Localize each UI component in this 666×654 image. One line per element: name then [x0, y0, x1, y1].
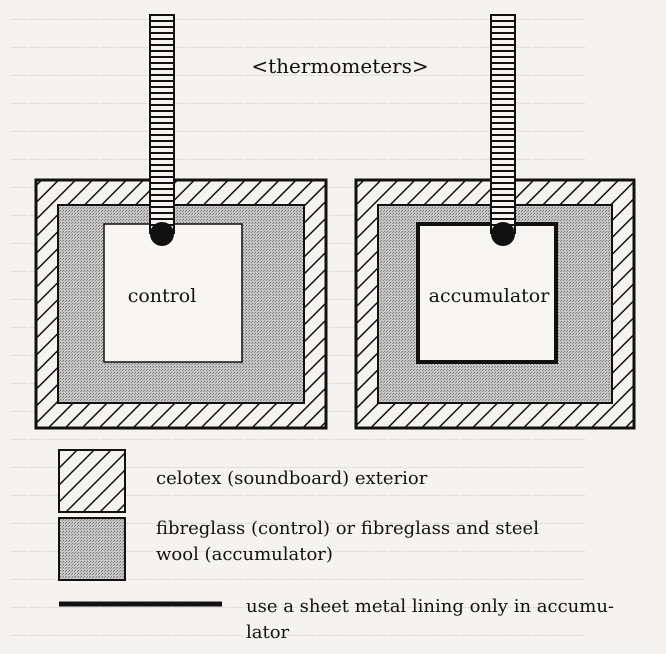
svg-text:——————————————————————————————: ———————————————————————————————— — [10, 624, 586, 645]
accumulator-thermometer-tube — [490, 14, 516, 234]
legend-celotex-swatch — [58, 449, 126, 513]
thermometers-label: <thermometers> — [251, 54, 428, 78]
svg-text:——————————————————————————————: ———————————————————————————————— — [10, 456, 586, 477]
control-box: control — [34, 14, 328, 430]
svg-text:——————————————————————————————: ———————————————————————————————— — [10, 540, 586, 561]
control-thermometer-bulb — [150, 222, 174, 246]
control-thermometer-tube — [149, 14, 175, 234]
svg-text:——————————————————————————————: ———————————————————————————————— — [10, 568, 586, 589]
legend: celotex (soundboard) exterior fibreglass… — [58, 449, 614, 643]
svg-text:——————————————————————————————: ———————————————————————————————— — [10, 484, 586, 505]
accumulator-label: accumulator — [429, 285, 551, 307]
control-label: control — [128, 285, 197, 307]
accumulator-box: accumulator — [354, 14, 636, 430]
accumulator-thermometer-bulb — [491, 222, 515, 246]
legend-lining-text-line1: use a sheet metal lining only in accumu- — [246, 596, 614, 617]
control-inner-chamber — [103, 223, 243, 363]
svg-text:——————————————————————————————: ———————————————————————————————— — [10, 596, 586, 617]
svg-text:——————————————————————————————: ———————————————————————————————— — [10, 428, 586, 449]
legend-fibreglass-swatch — [58, 517, 126, 581]
legend-lining-text-line2: lator — [246, 622, 290, 643]
legend-fibreglass-text-line2: wool (accumulator) — [156, 544, 333, 565]
svg-text:——————————————————————————————: ———————————————————————————————— — [10, 512, 586, 533]
legend-celotex-text: celotex (soundboard) exterior — [156, 468, 428, 489]
accumulator-inner-chamber-metal-lined — [416, 222, 558, 364]
legend-fibreglass-text-line1: fibreglass (control) or fibreglass and s… — [156, 518, 539, 539]
